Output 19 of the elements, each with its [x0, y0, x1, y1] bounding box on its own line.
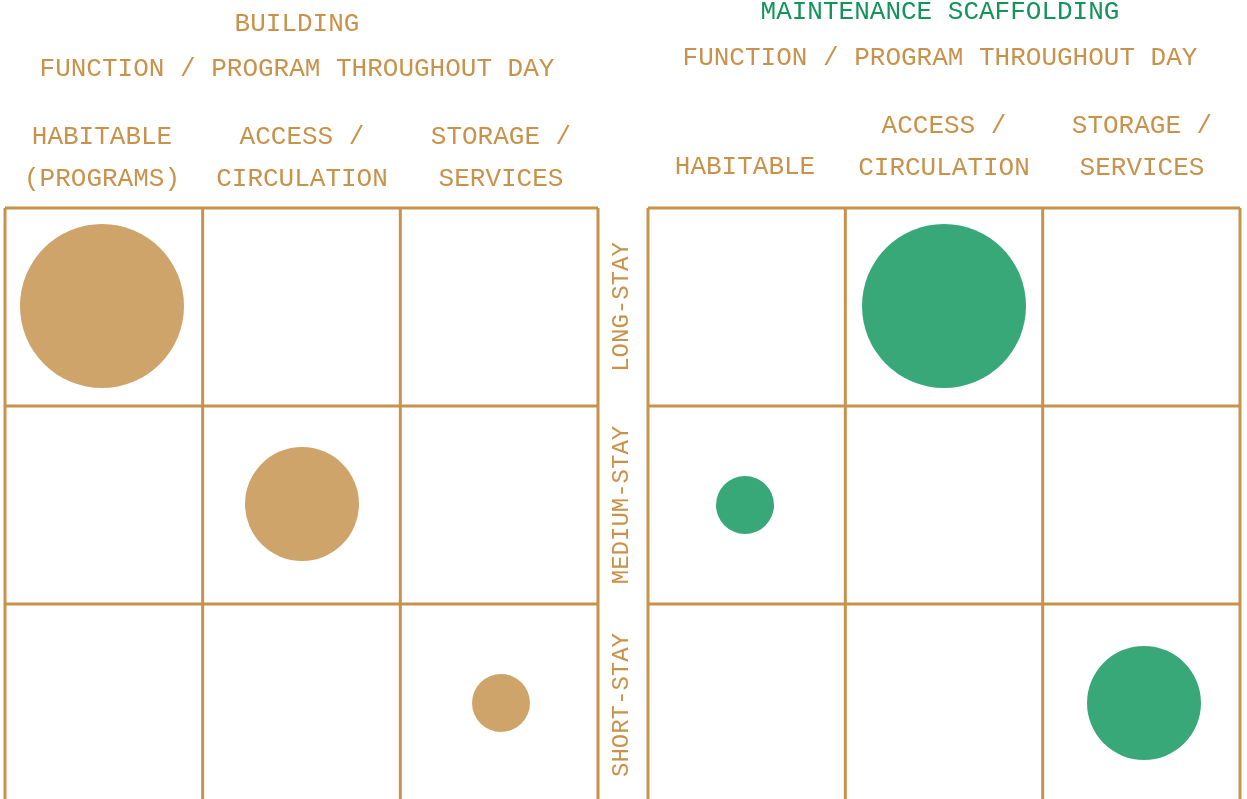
- heading: BUILDING: [233, 8, 361, 41]
- column-header: STORAGE / SERVICES: [1070, 110, 1214, 185]
- column-header: HABITABLE (PROGRAMS): [23, 121, 181, 196]
- column-header: HABITABLE: [673, 151, 817, 184]
- column-header: ACCESS / CIRCULATION: [215, 121, 389, 196]
- bubble: [716, 476, 774, 534]
- heading: MAINTENANCE SCAFFOLDING: [759, 0, 1121, 29]
- row-header: LONG-STAY: [609, 242, 635, 372]
- row-header: MEDIUM-STAY: [609, 425, 635, 585]
- bubble: [862, 224, 1026, 388]
- subheading: FUNCTION / PROGRAM THROUGHOUT DAY: [681, 42, 1199, 75]
- bubble: [472, 674, 530, 732]
- column-header: ACCESS / CIRCULATION: [857, 110, 1031, 185]
- row-header: SHORT-STAY: [609, 633, 635, 777]
- column-header: STORAGE / SERVICES: [429, 121, 573, 196]
- bubble: [245, 447, 359, 561]
- subheading: FUNCTION / PROGRAM THROUGHOUT DAY: [38, 53, 556, 86]
- bubble: [20, 224, 184, 388]
- bubble: [1087, 646, 1201, 760]
